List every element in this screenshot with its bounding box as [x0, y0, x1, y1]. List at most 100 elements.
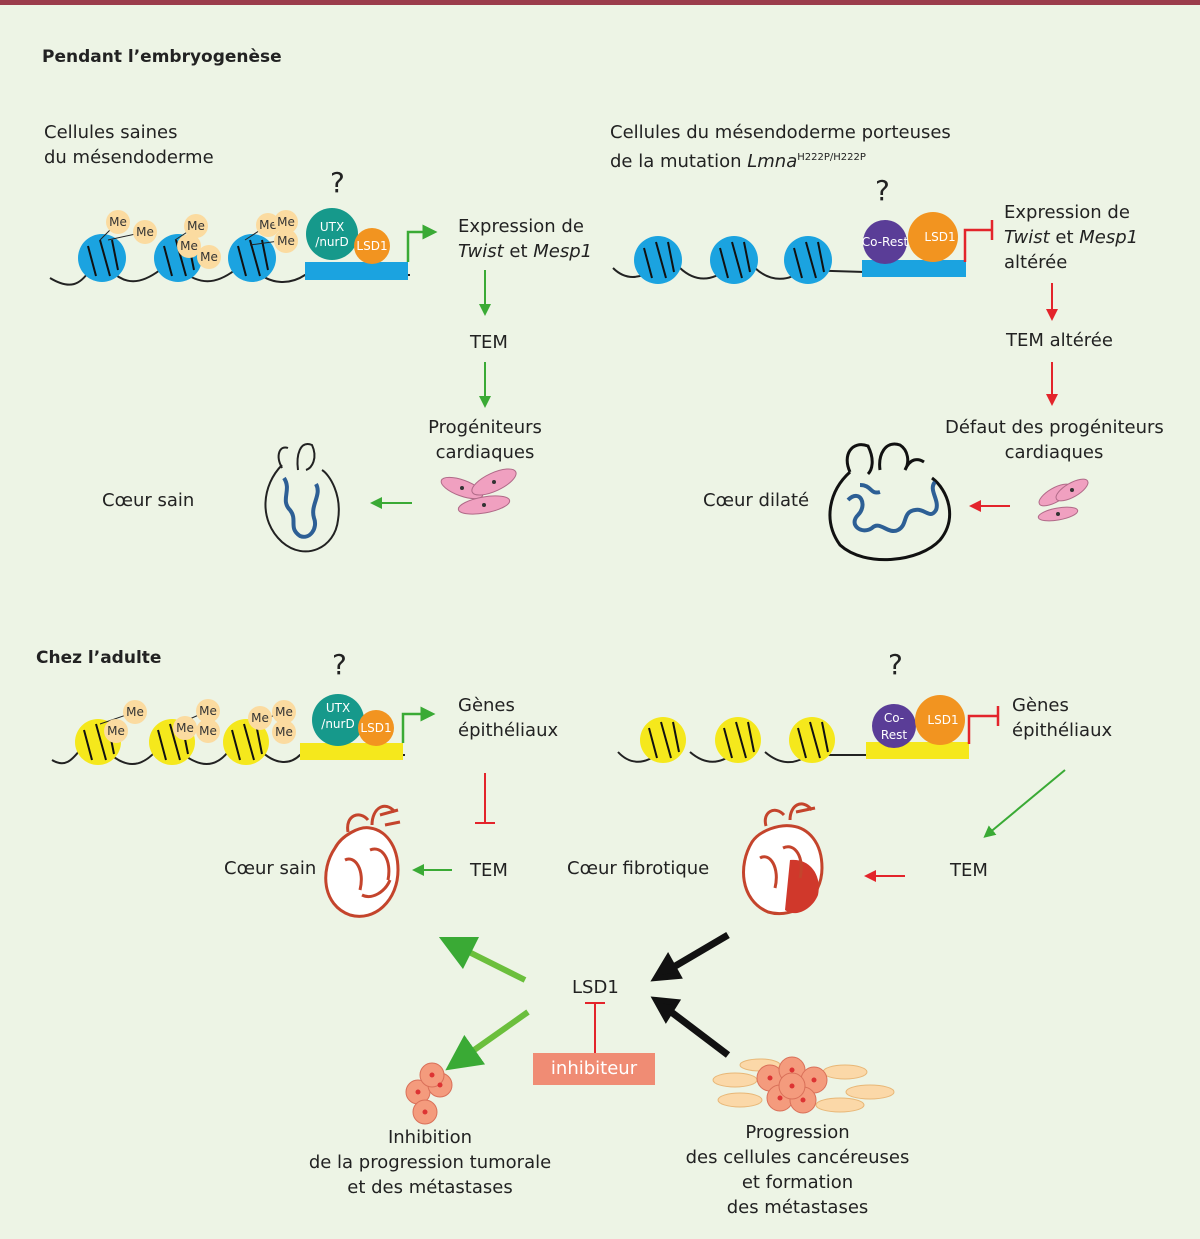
methyl-label: Me [275, 725, 293, 739]
lsd1-label: LSD1 [572, 977, 619, 998]
methyl-label: Me [107, 724, 125, 738]
tumor-cluster-large [712, 1056, 895, 1114]
arrowhead [650, 996, 682, 1024]
corest-complex: Co-Rest [862, 220, 909, 264]
svg-text:UTX: UTX [320, 220, 344, 234]
methyl-label: Me [109, 215, 127, 229]
methyl-label: Me [199, 724, 217, 738]
question-mark: ? [330, 166, 345, 199]
embryo-right-chromatin: Co-Rest LSD1 [612, 212, 1058, 512]
methyl-groups: Me Me Me Me Me Me Me Me [99, 699, 296, 744]
mutant-cells-label: Cellules du mésendoderme porteuses de la… [610, 122, 951, 172]
top-border [0, 0, 1200, 5]
repression-arrow [963, 220, 994, 262]
inhibitor-block [585, 1002, 605, 1053]
methyl-label: Me [136, 225, 154, 239]
methyl-label: Me [275, 705, 293, 719]
svg-text:/nurD: /nurD [315, 235, 348, 249]
methyl-label: Me [176, 721, 194, 735]
heart-dilated-sketch [828, 442, 951, 562]
lsd1-to-inhibition-arrow [445, 1009, 530, 1071]
dna-binding-bar [305, 262, 408, 280]
adult-left-chromatin: Me Me Me Me Me Me Me Me UTX /nurD LSD1 [51, 694, 495, 876]
svg-text:Co-: Co- [884, 711, 904, 725]
progenitor-cells [440, 468, 517, 515]
svg-text:Rest: Rest [881, 728, 907, 742]
utx-nurd-complex: UTX /nurD [306, 208, 358, 260]
heart-healthy-sketch [264, 443, 340, 553]
svg-text:LSD1: LSD1 [360, 721, 391, 735]
svg-text:/nurD: /nurD [321, 717, 354, 731]
methyl-label: Me [277, 215, 295, 229]
repression-arrow [967, 706, 1000, 744]
healthy-heart-label: Cœur sain [224, 858, 317, 879]
fibrotic-heart-label: Cœur fibrotique [567, 858, 710, 879]
tem-label: TEM [470, 860, 508, 881]
tem-label: TEM [470, 332, 508, 353]
section-title-adult: Chez l’adulte [36, 648, 162, 668]
methyl-label: Me [259, 218, 277, 232]
expression-label: Expression de Twist et Mesp1 [458, 216, 593, 262]
methyl-label: Me [199, 704, 217, 718]
methyl-label: Me [180, 239, 198, 253]
lsd1-complex: LSD1 [908, 212, 958, 262]
methyl-label: Me [200, 250, 218, 264]
inhibitor-box: inhibiteur [533, 1053, 655, 1085]
nucleosome [784, 236, 832, 284]
altered-tem-label: TEM altérée [1006, 330, 1113, 351]
methyl-label: Me [126, 705, 144, 719]
nucleosome [715, 717, 761, 763]
methyl-label: Me [187, 219, 205, 233]
activation-arrow [401, 706, 436, 743]
defective-progenitor-cells [1037, 478, 1089, 522]
methyl-label: Me [277, 234, 295, 248]
methyl-groups: Me Me Me Me Me Me Me Me [99, 210, 298, 269]
methyl-label: Me [251, 711, 269, 725]
arrowhead [650, 952, 683, 982]
nucleosome [640, 717, 686, 763]
nucleosome [789, 717, 835, 763]
heart-healthy-anatomical [324, 804, 401, 918]
nucleosome [710, 236, 758, 284]
nucleosome [634, 236, 682, 284]
utx-nurd-complex: UTX /nurD [312, 694, 364, 746]
green-arrow [983, 769, 1066, 838]
repression-arrow [475, 773, 495, 824]
question-mark: ? [332, 648, 347, 681]
nucleosome [228, 234, 276, 282]
question-mark: ? [888, 648, 903, 681]
heart-fibrotic-anatomical [742, 802, 824, 916]
dilated-heart-label: Cœur dilaté [703, 490, 810, 511]
dna-binding-bar [866, 742, 969, 759]
dna-binding-bar [862, 260, 966, 277]
svg-text:LSD1: LSD1 [924, 230, 955, 244]
lsd1-to-healthy-heart-arrow [438, 936, 527, 983]
lsd1-complex: LSD1 [915, 695, 965, 745]
svg-text:LSD1: LSD1 [927, 713, 958, 727]
healthy-heart-label: Cœur sain [102, 490, 195, 511]
lsd1-complex: LSD1 [354, 228, 390, 264]
tem-label: TEM [950, 860, 988, 881]
corest-complex: Co- Rest [872, 704, 916, 748]
adult-right-chromatin: Co- Rest LSD1 [617, 695, 1066, 882]
question-mark: ? [875, 174, 890, 207]
altered-expression-label: Expression de Twist et Mesp1 altérée [1004, 202, 1139, 273]
section-title-embryo: Pendant l’embryogenèse [42, 47, 282, 67]
lsd1-complex: LSD1 [358, 710, 394, 746]
dna-binding-bar [300, 743, 403, 760]
svg-text:Co-Rest: Co-Rest [862, 235, 909, 249]
svg-text:UTX: UTX [326, 701, 350, 715]
nucleosome [78, 234, 126, 282]
activation-arrow [406, 224, 438, 262]
svg-text:LSD1: LSD1 [356, 239, 387, 253]
embryo-left-chromatin: Me Me Me Me Me Me Me Me UTX /nurD LSD1 [49, 208, 491, 509]
cancer-to-lsd1-arrow [659, 1002, 731, 1058]
